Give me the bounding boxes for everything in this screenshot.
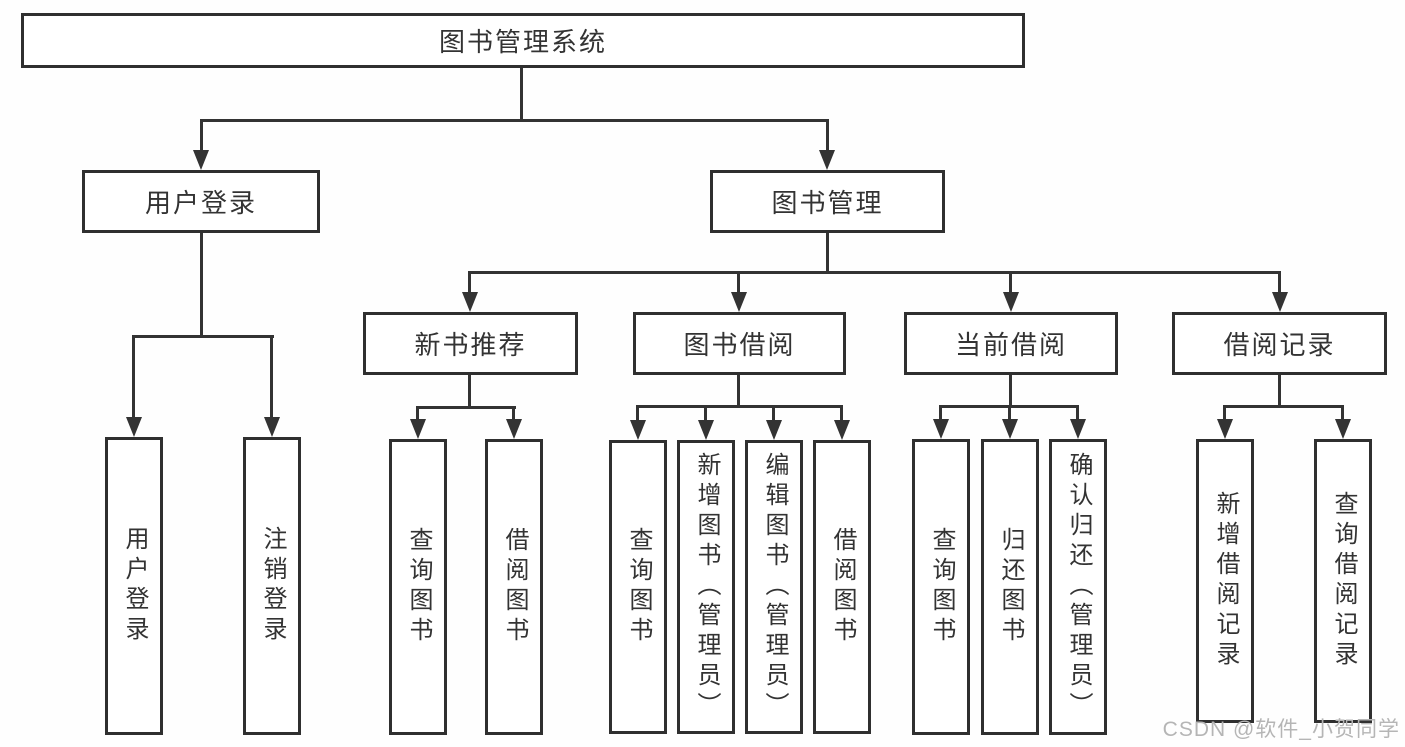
arrowhead-book-management xyxy=(819,150,835,170)
connector-drop-ul-leaf2 xyxy=(270,335,273,420)
connector-current-borrow-stem xyxy=(1009,375,1012,408)
leaf-br-add-record-label: 新增借阅记录 xyxy=(1212,491,1239,671)
node-book-management-label: 图书管理 xyxy=(771,188,884,218)
arrowhead-br-leaf1 xyxy=(1217,419,1233,439)
leaf-user-login-label: 用户登录 xyxy=(121,526,148,646)
arrowhead-ul-leaf2 xyxy=(264,417,280,437)
node-current-borrow-label: 当前借阅 xyxy=(954,330,1067,360)
arrowhead-bb-leaf3 xyxy=(766,420,782,440)
connector-drop-nb-leaf1 xyxy=(416,406,419,422)
leaf-br-query-record-label: 查询借阅记录 xyxy=(1330,491,1357,671)
arrowhead-new-book xyxy=(462,292,478,312)
leaf-nb-borrow-book: 借阅图书 xyxy=(485,439,543,735)
connector-book-borrow-stem xyxy=(737,375,740,408)
connector-borrow-record-rail xyxy=(1223,405,1344,408)
arrowhead-cb-leaf1 xyxy=(933,419,949,439)
connector-new-book-rail xyxy=(416,406,516,409)
node-root-label: 图书管理系统 xyxy=(438,27,607,57)
leaf-bb-add-book-admin: 新增图书（管理员） xyxy=(677,440,735,734)
leaf-logout: 注销登录 xyxy=(243,437,301,735)
arrowhead-bb-leaf1 xyxy=(630,420,646,440)
connector-drop-bb-leaf4 xyxy=(840,405,843,423)
connector-drop-cb-leaf3 xyxy=(1076,405,1079,422)
node-new-book-recommend-label: 新书推荐 xyxy=(414,330,527,360)
connector-drop-br-leaf1 xyxy=(1223,405,1226,422)
leaf-user-login: 用户登录 xyxy=(105,437,163,735)
leaf-nb-query-book: 查询图书 xyxy=(389,439,447,735)
leaf-cb-return-book-label: 归还图书 xyxy=(997,527,1024,647)
arrowhead-cb-leaf3 xyxy=(1070,419,1086,439)
leaf-logout-label: 注销登录 xyxy=(259,526,286,646)
node-user-login: 用户登录 xyxy=(82,170,320,233)
leaf-bb-borrow-book: 借阅图书 xyxy=(813,440,871,734)
connector-drop-user-login xyxy=(200,119,203,153)
arrowhead-current-borrow xyxy=(1003,292,1019,312)
leaf-nb-borrow-book-label: 借阅图书 xyxy=(501,527,528,647)
leaf-br-query-record: 查询借阅记录 xyxy=(1314,439,1372,723)
arrowhead-book-borrow xyxy=(731,292,747,312)
arrowhead-borrow-record xyxy=(1272,292,1288,312)
arrowhead-nb-leaf1 xyxy=(410,419,426,439)
connector-drop-bb-leaf3 xyxy=(772,405,775,423)
connector-borrow-record-stem xyxy=(1278,375,1281,408)
connector-level3-rail xyxy=(468,271,1281,274)
watermark: CSDN @软件_小贺同学 xyxy=(1162,718,1400,741)
connector-drop-bb-leaf1 xyxy=(636,405,639,423)
connector-drop-ul-leaf1 xyxy=(132,335,135,420)
node-root: 图书管理系统 xyxy=(21,13,1025,68)
node-borrow-record-label: 借阅记录 xyxy=(1223,330,1336,360)
arrowhead-nb-leaf2 xyxy=(506,419,522,439)
connector-book-management-stem xyxy=(826,233,829,274)
connector-user-login-stem xyxy=(200,233,203,338)
connector-drop-nb-leaf2 xyxy=(512,406,515,422)
connector-drop-bb-leaf2 xyxy=(704,405,707,423)
leaf-cb-confirm-return-admin-label: 确认归还（管理员） xyxy=(1065,452,1092,722)
connector-book-borrow-rail xyxy=(636,405,843,408)
arrowhead-cb-leaf2 xyxy=(1002,419,1018,439)
connector-drop-current-borrow xyxy=(1009,271,1012,295)
leaf-br-add-record: 新增借阅记录 xyxy=(1196,439,1254,723)
connector-drop-cb-leaf2 xyxy=(1008,405,1011,422)
arrowhead-bb-leaf2 xyxy=(698,420,714,440)
node-user-login-label: 用户登录 xyxy=(144,188,257,218)
connector-drop-cb-leaf1 xyxy=(939,405,942,422)
leaf-cb-query-book-label: 查询图书 xyxy=(928,527,955,647)
node-book-borrow-label: 图书借阅 xyxy=(683,330,796,360)
leaf-bb-query-book-label: 查询图书 xyxy=(625,527,652,647)
leaf-bb-query-book: 查询图书 xyxy=(609,440,667,734)
connector-drop-borrow-record xyxy=(1278,271,1281,295)
connector-new-book-stem xyxy=(468,375,471,409)
node-borrow-record: 借阅记录 xyxy=(1172,312,1387,375)
arrowhead-br-leaf2 xyxy=(1335,419,1351,439)
arrowhead-user-login xyxy=(193,150,209,170)
node-book-management: 图书管理 xyxy=(710,170,945,233)
leaf-cb-confirm-return-admin: 确认归还（管理员） xyxy=(1049,439,1107,735)
leaf-bb-edit-book-admin: 编辑图书（管理员） xyxy=(745,440,803,734)
leaf-bb-borrow-book-label: 借阅图书 xyxy=(829,527,856,647)
connector-user-login-rail xyxy=(132,335,274,338)
leaf-bb-add-book-admin-label: 新增图书（管理员） xyxy=(693,452,720,722)
leaf-cb-return-book: 归还图书 xyxy=(981,439,1039,735)
leaf-cb-query-book: 查询图书 xyxy=(912,439,970,735)
node-current-borrow: 当前借阅 xyxy=(904,312,1118,375)
arrowhead-bb-leaf4 xyxy=(834,420,850,440)
connector-drop-book-management xyxy=(826,119,829,153)
connector-level2-rail xyxy=(200,119,829,122)
arrowhead-ul-leaf1 xyxy=(126,417,142,437)
connector-root-stem xyxy=(520,68,523,121)
node-new-book-recommend: 新书推荐 xyxy=(363,312,578,375)
connector-drop-new-book xyxy=(468,271,471,295)
connector-drop-book-borrow xyxy=(737,271,740,295)
node-book-borrow: 图书借阅 xyxy=(633,312,846,375)
connector-drop-br-leaf2 xyxy=(1341,405,1344,422)
leaf-nb-query-book-label: 查询图书 xyxy=(405,527,432,647)
leaf-bb-edit-book-admin-label: 编辑图书（管理员） xyxy=(761,452,788,722)
